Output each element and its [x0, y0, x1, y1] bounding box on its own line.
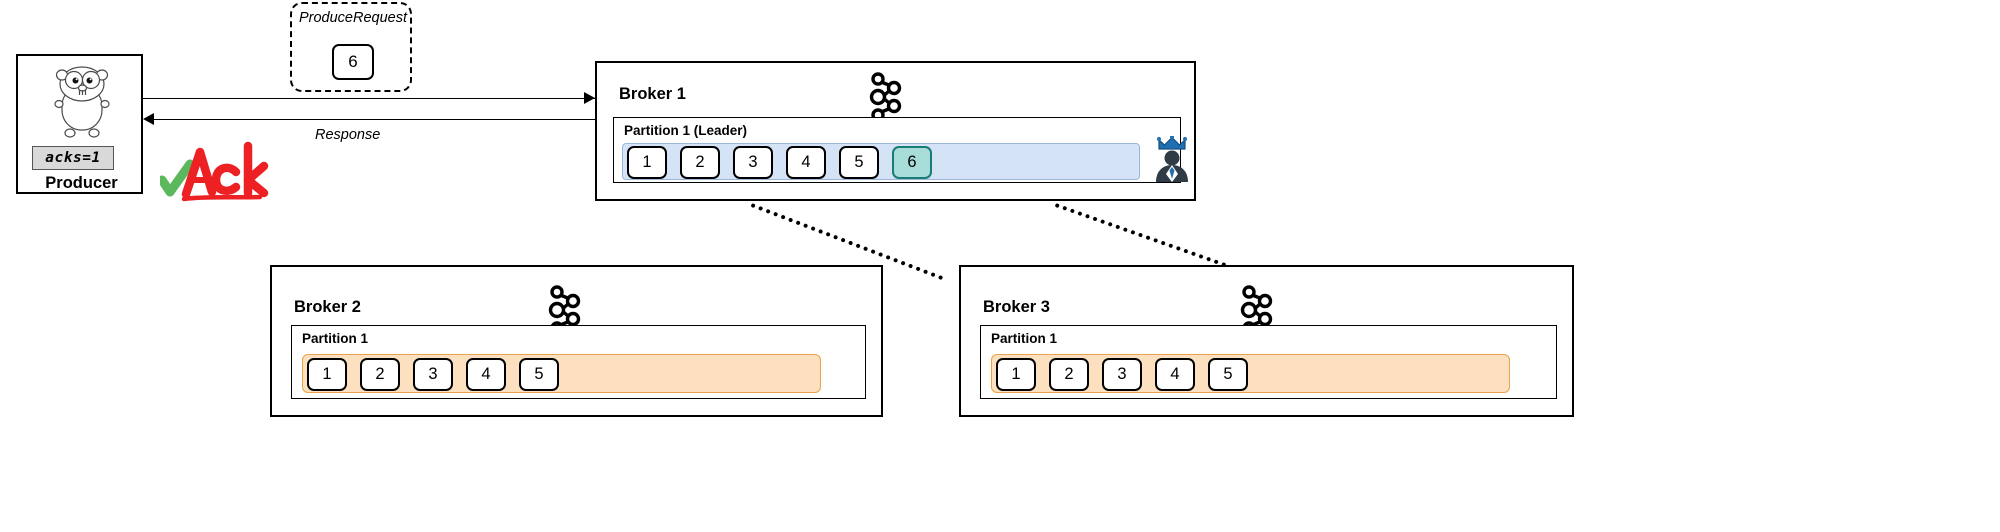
message-cell: 3: [1102, 358, 1142, 391]
broker-1-title: Broker 1: [619, 85, 686, 103]
broker-1-log-strip: 1 2 3 4 5 6: [622, 143, 1140, 180]
message-cell: 1: [627, 146, 667, 179]
produce-request-arrow-line: [143, 98, 596, 99]
broker-2-log-strip: 1 2 3 4 5: [302, 354, 821, 393]
broker-2-partition-label: Partition 1: [302, 331, 369, 346]
broker-2-partition-panel: Partition 1 1 2 3 4 5: [291, 325, 866, 399]
message-cell: 2: [680, 146, 720, 179]
response-arrow-line: [152, 119, 596, 120]
broker-3-box: Broker 3 Partition 1 1 2: [959, 265, 1574, 417]
broker-1-partition-panel: Partition 1 (Leader) 1 2 3 4 5 6: [613, 117, 1188, 183]
message-cell: 4: [1155, 358, 1195, 391]
message-cell: 5: [1208, 358, 1248, 391]
message-cell: 4: [786, 146, 826, 179]
broker-1-box: Broker 1 Partition 1 (Leader) 1: [595, 61, 1196, 201]
message-cell: 3: [413, 358, 453, 391]
kafka-logo-icon: [865, 72, 905, 122]
produce-request-message-cell: 6: [332, 44, 374, 80]
produce-request-bubble: ProduceRequest 6: [290, 2, 412, 92]
message-cell: 2: [360, 358, 400, 391]
broker-2-title: Broker 2: [294, 298, 361, 316]
broker-2-box: Broker 2 Partition 1 1 2: [270, 265, 883, 417]
ack-handwritten-annotation: [157, 136, 272, 202]
leader-crown-person-icon: [1151, 135, 1193, 182]
arrow-right-icon: [584, 92, 595, 104]
acks-config-chip: acks=1: [32, 146, 114, 170]
producer-label: Producer: [45, 174, 118, 192]
arrow-left-icon: [143, 113, 154, 125]
message-cell: 2: [1049, 358, 1089, 391]
response-label: Response: [315, 127, 381, 143]
message-cell: 5: [519, 358, 559, 391]
broker-3-log-strip: 1 2 3 4 5: [991, 354, 1510, 393]
producer-box: acks=1 Producer: [16, 54, 143, 194]
message-cell: 1: [996, 358, 1036, 391]
produce-request-label: ProduceRequest: [298, 10, 407, 26]
message-cell: 5: [839, 146, 879, 179]
broker-1-partition-label: Partition 1 (Leader): [624, 123, 748, 138]
broker-3-partition-label: Partition 1: [991, 331, 1058, 346]
message-cell-new: 6: [892, 146, 932, 179]
broker-3-title: Broker 3: [983, 298, 1050, 316]
message-cell: 4: [466, 358, 506, 391]
message-cell: 1: [307, 358, 347, 391]
green-check-icon: [157, 159, 195, 197]
kafka-logo-icon: [1236, 285, 1276, 335]
go-gopher-mascot-icon: [46, 64, 118, 142]
broker-3-partition-panel: Partition 1 1 2 3 4 5: [980, 325, 1557, 399]
message-cell: 3: [733, 146, 773, 179]
